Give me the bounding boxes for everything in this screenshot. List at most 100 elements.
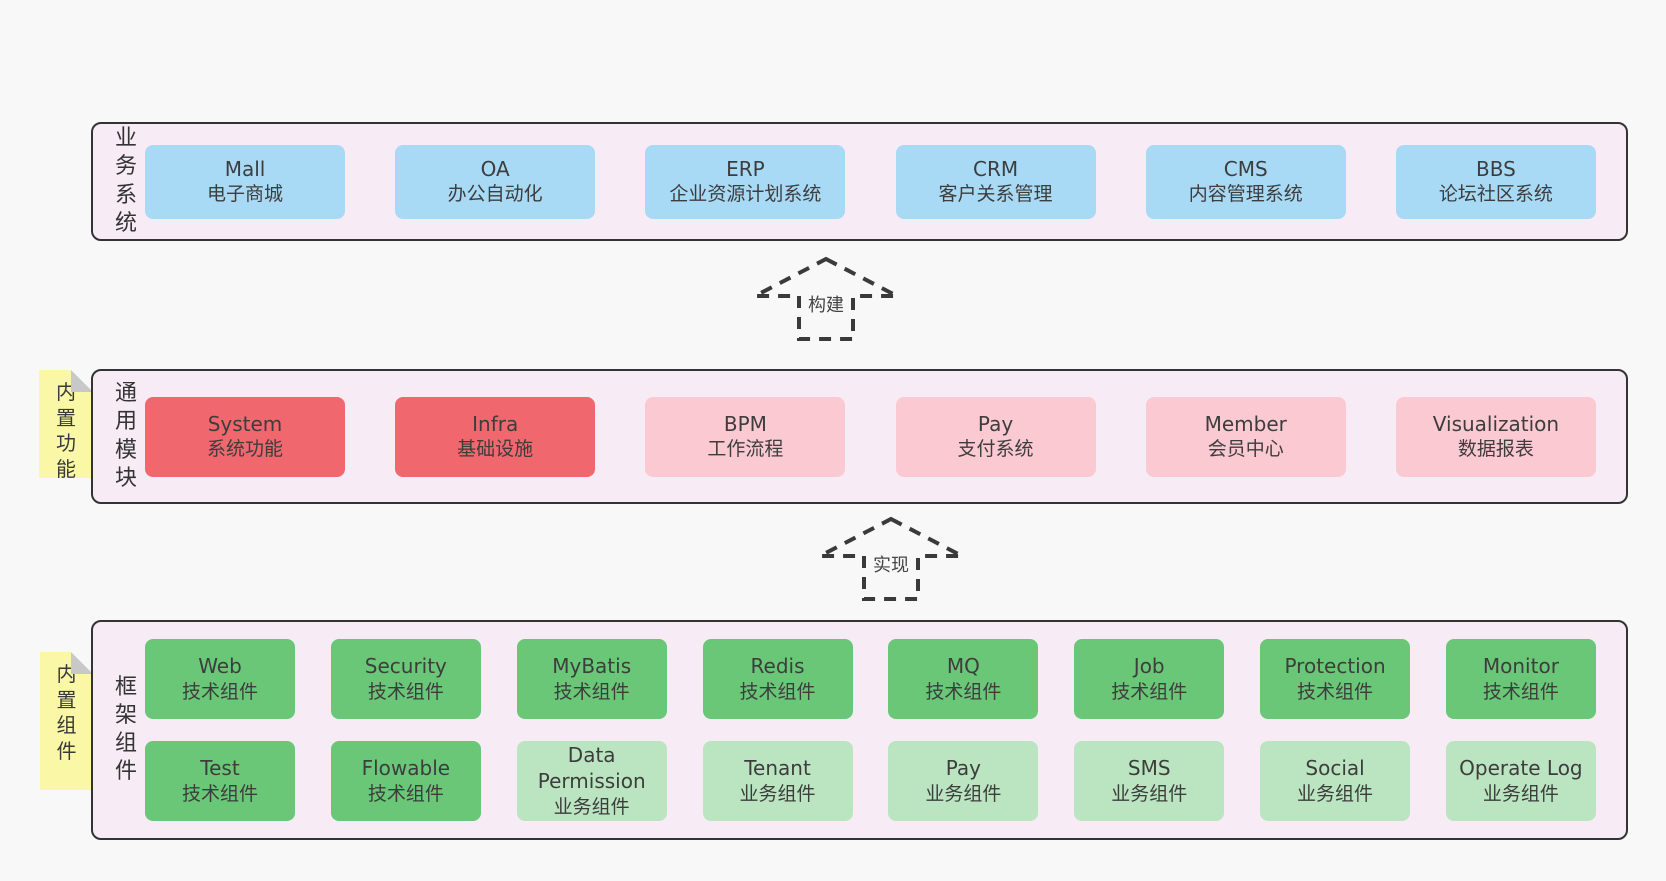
box-title: Infra: [472, 411, 519, 436]
box-subtitle: 工作流程: [707, 438, 784, 461]
box-oa: OA 办公自动化: [395, 144, 596, 219]
box-title: Job: [1133, 654, 1165, 679]
box-visualization: Visualization 数据报表: [1395, 396, 1596, 477]
box-subtitle: 系统功能: [206, 438, 283, 461]
box-title: Pay: [945, 756, 981, 781]
component-row-2: Test 技术组件 Flowable 技术组件 Data Permission …: [145, 741, 1596, 821]
arrow-implement-label: 实现: [870, 551, 912, 579]
box-title: ERP: [726, 156, 765, 181]
box-pay-module: Pay 支付系统: [895, 396, 1096, 477]
band-components-label-text: 框架组件: [114, 674, 137, 785]
box-subtitle: 技术组件: [1482, 680, 1559, 703]
box-title: Pay: [977, 411, 1014, 436]
band-business-systems: 业务系统 Mall 电子商城 OA 办公自动化 ERP 企业资源计划系统 CRM…: [91, 122, 1628, 241]
box-subtitle: 业务组件: [1297, 782, 1374, 805]
sticky-built-in-components: 内置组件: [40, 652, 93, 790]
box-mall: Mall 电子商城: [145, 144, 345, 219]
box-title: Visualization: [1432, 411, 1560, 436]
band-business-label: 业务系统: [107, 125, 145, 238]
box-title: Web: [198, 654, 242, 679]
box-title: Redis: [750, 654, 805, 679]
arrow-build: 构建: [751, 255, 901, 343]
box-subtitle: 技术组件: [367, 680, 444, 703]
band-business-label-text: 业务系统: [114, 126, 137, 236]
band-modules-label: 通用模块: [107, 380, 145, 493]
box-tenant: Tenant 业务组件: [702, 741, 853, 821]
box-subtitle: 基础设施: [457, 438, 534, 461]
box-data-permission: Data Permission 业务组件: [516, 741, 667, 821]
sticky-built-in-features: 内置功能: [39, 370, 93, 481]
box-subtitle: 支付系统: [957, 438, 1034, 461]
box-subtitle: 电子商城: [206, 183, 283, 206]
box-subtitle: 论坛社区系统: [1438, 183, 1553, 206]
box-subtitle: 业务组件: [1482, 782, 1559, 805]
box-monitor: Monitor 技术组件: [1445, 639, 1596, 719]
box-subtitle: 业务组件: [553, 795, 630, 818]
component-row-1: Web 技术组件 Security 技术组件 MyBatis 技术组件 Redi…: [145, 639, 1596, 719]
box-erp: ERP 企业资源计划系统: [645, 144, 846, 219]
box-member: Member 会员中心: [1145, 396, 1346, 477]
band-framework-components: 框架组件 Web 技术组件 Security 技术组件 MyBatis 技术组件…: [91, 620, 1628, 840]
box-title: Protection: [1284, 654, 1386, 679]
box-title: Mall: [224, 156, 266, 181]
module-boxes: System 系统功能 Infra 基础设施 BPM 工作流程 Pay 支付系统…: [145, 396, 1596, 477]
box-subtitle: 数据报表: [1457, 438, 1534, 461]
box-title: Member: [1204, 411, 1287, 436]
band-common-modules: 通用模块 System 系统功能 Infra 基础设施 BPM 工作流程 Pay…: [91, 369, 1628, 504]
band-components-label: 框架组件: [107, 674, 145, 787]
box-subtitle: 技术组件: [1111, 680, 1188, 703]
box-title: CRM: [973, 156, 1019, 181]
box-title: Monitor: [1482, 654, 1559, 679]
box-cms: CMS 内容管理系统: [1145, 144, 1346, 219]
box-subtitle: 业务组件: [925, 782, 1002, 805]
box-infra: Infra 基础设施: [395, 396, 596, 477]
box-subtitle: 技术组件: [181, 680, 258, 703]
box-subtitle: 技术组件: [181, 782, 258, 805]
box-mq: MQ 技术组件: [888, 639, 1039, 719]
box-title: CMS: [1223, 156, 1268, 181]
box-subtitle: 会员中心: [1207, 438, 1284, 461]
box-bpm: BPM 工作流程: [645, 396, 846, 477]
box-title: Flowable: [361, 756, 451, 781]
box-subtitle: 技术组件: [925, 680, 1002, 703]
box-crm: CRM 客户关系管理: [895, 144, 1096, 219]
box-operate-log: Operate Log 业务组件: [1445, 741, 1596, 821]
box-redis: Redis 技术组件: [702, 639, 853, 719]
sticky-built-in-features-text: 内置功能: [56, 380, 76, 481]
box-subtitle: 办公自动化: [447, 183, 543, 206]
box-subtitle: 技术组件: [553, 680, 630, 703]
box-title: BPM: [723, 411, 767, 436]
box-security: Security 技术组件: [330, 639, 481, 719]
box-title: Social: [1305, 756, 1365, 781]
component-rows: Web 技术组件 Security 技术组件 MyBatis 技术组件 Redi…: [145, 639, 1596, 821]
box-protection: Protection 技术组件: [1260, 639, 1411, 719]
box-title: Security: [364, 654, 447, 679]
box-pay-component: Pay 业务组件: [888, 741, 1039, 821]
box-title: Test: [200, 756, 240, 781]
sticky-built-in-components-text: 内置组件: [56, 662, 77, 763]
box-subtitle: 技术组件: [367, 782, 444, 805]
box-flowable: Flowable 技术组件: [330, 741, 481, 821]
box-system: System 系统功能: [145, 396, 345, 477]
box-title: OA: [480, 156, 510, 181]
box-social: Social 业务组件: [1260, 741, 1411, 821]
box-title: MyBatis: [552, 654, 632, 679]
box-title: System: [207, 411, 283, 436]
box-title: SMS: [1127, 756, 1171, 781]
arrow-build-label: 构建: [805, 291, 847, 319]
box-job: Job 技术组件: [1074, 639, 1225, 719]
box-subtitle: 企业资源计划系统: [669, 183, 822, 206]
box-bbs: BBS 论坛社区系统: [1395, 144, 1596, 219]
box-test: Test 技术组件: [145, 741, 295, 821]
box-subtitle: 业务组件: [739, 782, 816, 805]
box-sms: SMS 业务组件: [1074, 741, 1225, 821]
business-boxes: Mall 电子商城 OA 办公自动化 ERP 企业资源计划系统 CRM 客户关系…: [145, 144, 1596, 219]
box-title: Operate Log: [1459, 756, 1583, 781]
arrow-implement: 实现: [816, 515, 966, 603]
box-title: Tenant: [744, 756, 811, 781]
box-web: Web 技术组件: [145, 639, 295, 719]
box-title: MQ: [946, 654, 980, 679]
box-subtitle: 业务组件: [1111, 782, 1188, 805]
box-title: BBS: [1476, 156, 1516, 181]
